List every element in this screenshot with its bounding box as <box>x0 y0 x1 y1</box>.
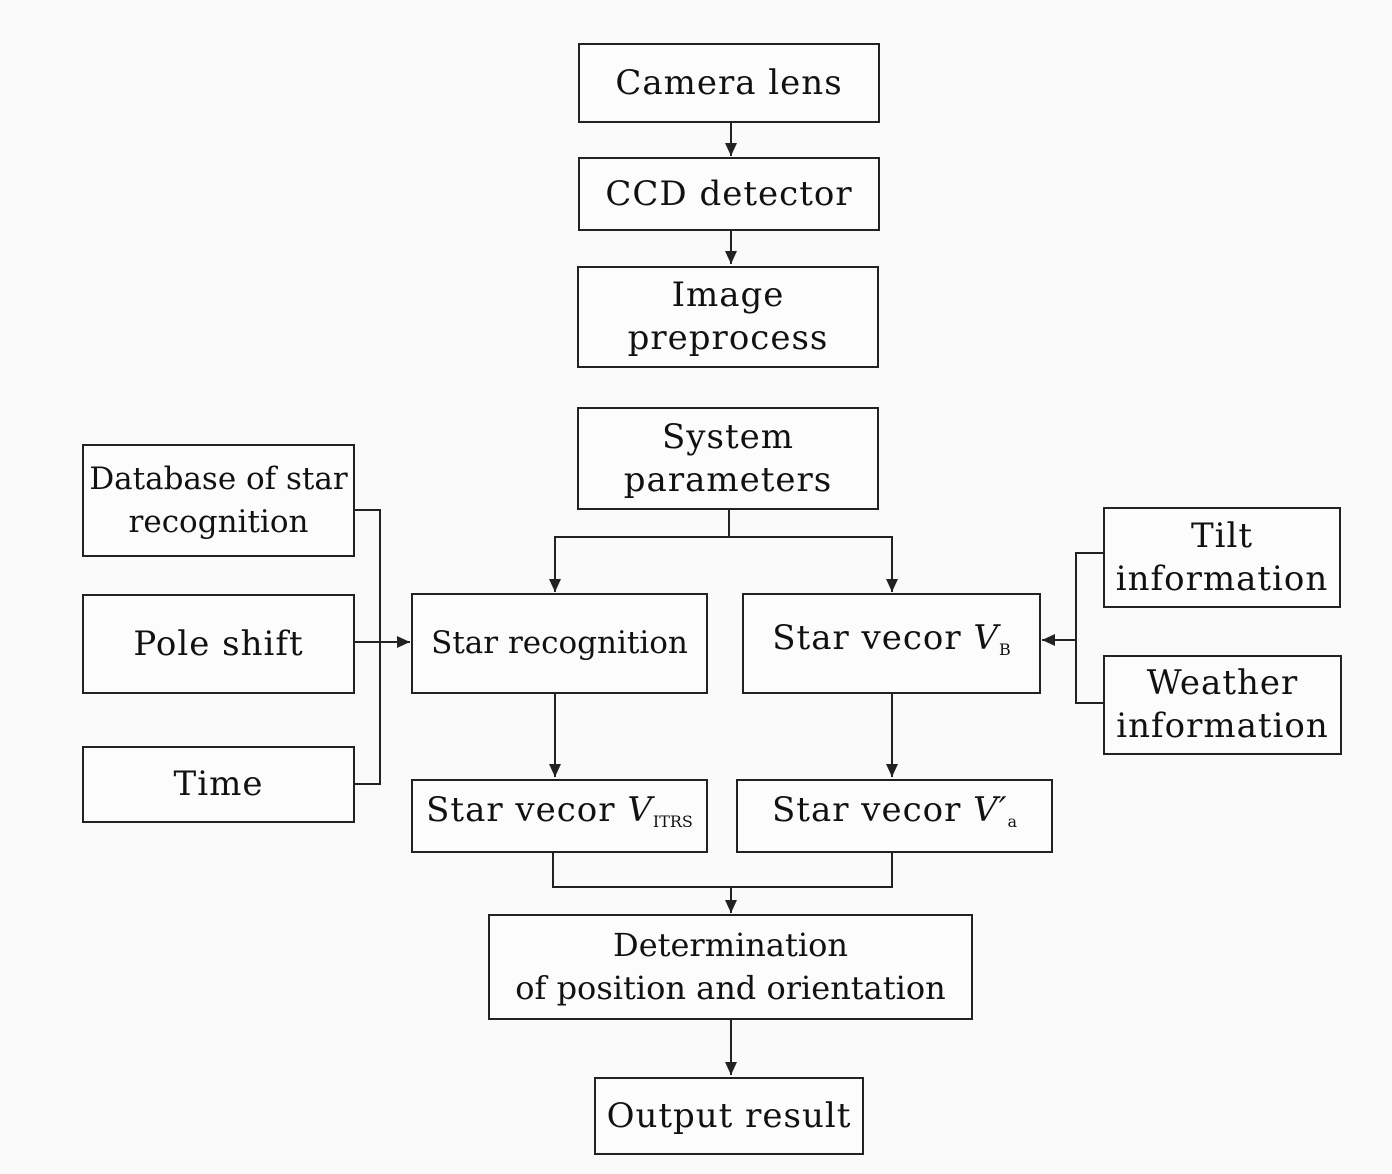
determination-node: Determination of position and orientatio… <box>488 914 973 1020</box>
star-vector-a-sub: a <box>1007 812 1017 831</box>
star-vector-itrs-prefix: Star vecor <box>426 790 628 830</box>
star-vector-a-prefix: Star vecor <box>771 790 974 830</box>
edge-sysparams-to-star-vector-b <box>729 536 893 592</box>
weather-information-line2: information <box>1116 706 1329 746</box>
star-vector-b-var: V <box>973 617 999 658</box>
edge-right-inputs-branch <box>1075 552 1103 704</box>
camera-lens-label: Camera lens <box>615 62 843 103</box>
image-preprocess-line1: Image <box>671 275 785 315</box>
determination-line2: of position and orientation <box>515 969 946 1007</box>
tilt-information-line1: Tilt <box>1190 515 1254 556</box>
weather-information-line1: Weather <box>1146 663 1299 703</box>
weather-information-node: Weather information <box>1103 655 1342 755</box>
star-vector-itrs-label: Star vecor VITRS <box>426 789 693 843</box>
star-vector-b-sub: B <box>998 639 1011 659</box>
camera-lens-node: Camera lens <box>578 43 880 123</box>
edge-database-branch <box>355 509 381 785</box>
ccd-detector-label: CCD detector <box>605 173 853 214</box>
star-vector-a-label: Star vecor V′a <box>772 789 1017 843</box>
pole-shift-node: Pole shift <box>82 594 355 694</box>
star-recognition-label: Star recognition <box>431 625 688 661</box>
star-vector-itrs-var: V <box>627 790 653 830</box>
star-vector-b-prefix: Star vecor <box>772 617 974 658</box>
database-node: Database of star recognition <box>82 444 355 557</box>
star-vector-b-label: Star vecor VB <box>772 617 1011 671</box>
system-parameters-line1: System <box>662 416 794 457</box>
system-parameters-node: System parameters <box>577 407 879 510</box>
system-parameters-line2: parameters <box>623 459 833 500</box>
output-result-node: Output result <box>594 1077 864 1155</box>
image-preprocess-node: Image preprocess <box>577 266 879 368</box>
determination-line1: Determination <box>613 926 848 964</box>
ccd-detector-node: CCD detector <box>578 157 880 231</box>
star-vector-itrs-node: Star vecor VITRS <box>411 779 708 853</box>
star-vector-a-var: V′ <box>973 790 1008 830</box>
tilt-information-line2: information <box>1115 558 1329 599</box>
output-result-label: Output result <box>606 1095 852 1136</box>
tilt-information-node: Tilt information <box>1103 507 1341 608</box>
star-recognition-node: Star recognition <box>411 593 708 694</box>
time-label: Time <box>173 764 264 804</box>
image-preprocess-line2: preprocess <box>627 318 829 358</box>
star-vector-b-node: Star vecor VB <box>742 593 1041 694</box>
pole-shift-label: Pole shift <box>133 623 304 664</box>
time-node: Time <box>82 746 355 823</box>
database-line1: Database of star <box>89 460 348 497</box>
star-vector-a-node: Star vecor V′a <box>736 779 1053 853</box>
star-vector-itrs-sub: ITRS <box>652 812 693 831</box>
edge-sysparams-to-star-recognition <box>549 509 730 592</box>
database-line2: recognition <box>128 503 309 540</box>
edge-vectors-merge <box>552 853 893 888</box>
